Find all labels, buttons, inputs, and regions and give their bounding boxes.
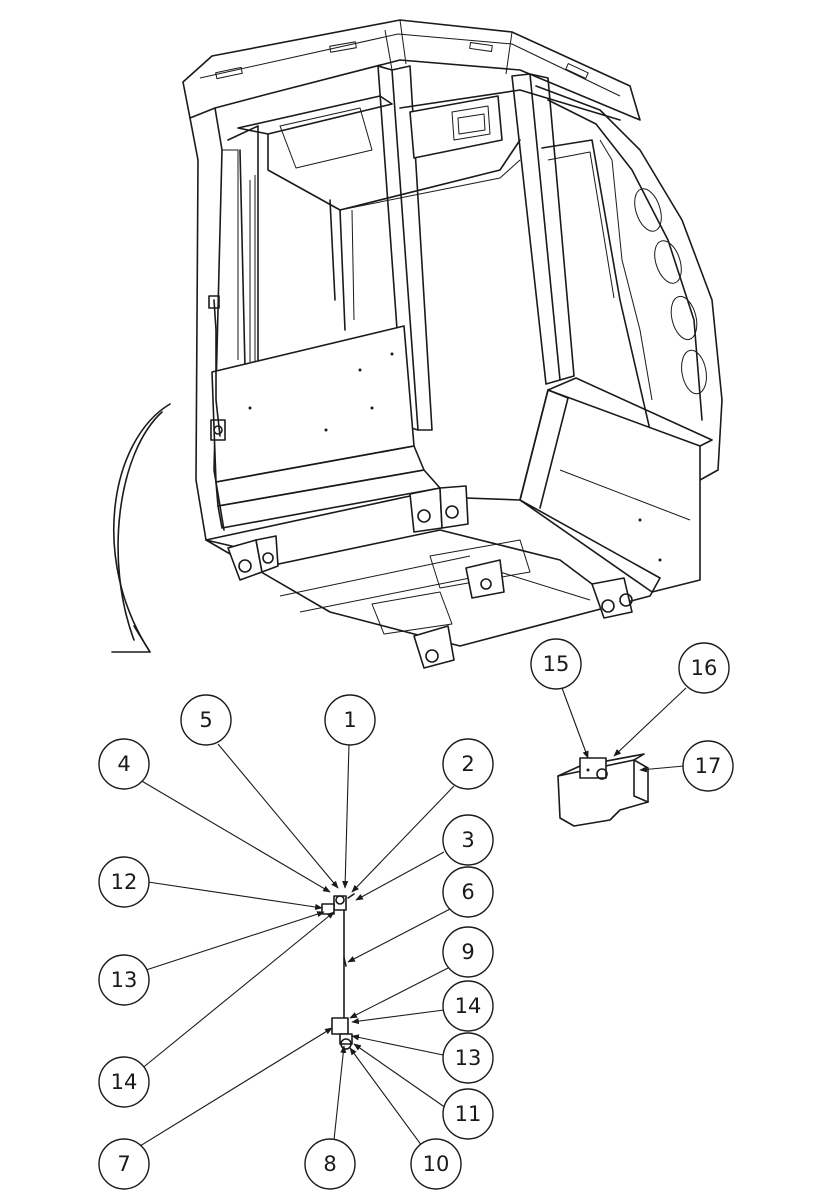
callout-17: 17 xyxy=(682,740,734,792)
callout-11: 11 xyxy=(442,1088,494,1140)
mount-bracket-right xyxy=(591,577,633,619)
svg-text:17: 17 xyxy=(695,754,722,778)
mount-bracket-center xyxy=(409,485,469,533)
callout-8: 8 xyxy=(304,1138,356,1190)
callout-7: 7 xyxy=(98,1138,150,1190)
callout-13-left: 13 xyxy=(98,954,150,1006)
bracket-assembly xyxy=(557,753,649,827)
callout-9: 9 xyxy=(442,926,494,978)
mount-bracket-mid xyxy=(465,559,505,599)
callout-14-left: 14 xyxy=(98,1056,150,1108)
svg-text:10: 10 xyxy=(423,1152,450,1176)
cab-roof xyxy=(182,19,641,121)
callout-2: 2 xyxy=(442,738,494,790)
svg-text:11: 11 xyxy=(455,1102,482,1126)
callout-3: 3 xyxy=(442,814,494,866)
callout-balloons: 1 2 3 4 5 6 7 8 xyxy=(98,638,734,1190)
svg-text:15: 15 xyxy=(543,652,570,676)
svg-text:9: 9 xyxy=(461,940,474,964)
callout-5: 5 xyxy=(180,694,232,746)
svg-text:14: 14 xyxy=(111,1070,138,1094)
callout-14-right: 14 xyxy=(442,980,494,1032)
svg-text:13: 13 xyxy=(455,1046,482,1070)
cab-frame-assembly xyxy=(182,19,723,669)
callout-10: 10 xyxy=(410,1138,462,1190)
callout-15: 15 xyxy=(530,638,582,690)
callout-12: 12 xyxy=(98,856,150,908)
mount-bracket-left xyxy=(227,535,279,581)
rotation-arrow xyxy=(111,403,171,653)
leader-lines xyxy=(139,687,687,1147)
svg-text:13: 13 xyxy=(111,968,138,992)
callout-1: 1 xyxy=(324,694,376,746)
svg-text:4: 4 xyxy=(117,752,130,776)
svg-text:8: 8 xyxy=(323,1152,336,1176)
callout-16: 16 xyxy=(678,642,730,694)
harness-assembly xyxy=(321,893,355,1050)
svg-text:5: 5 xyxy=(199,708,212,732)
svg-text:7: 7 xyxy=(117,1152,130,1176)
svg-text:2: 2 xyxy=(461,752,474,776)
svg-text:1: 1 xyxy=(343,708,356,732)
svg-text:12: 12 xyxy=(111,870,138,894)
svg-text:16: 16 xyxy=(691,656,718,680)
svg-text:14: 14 xyxy=(455,994,482,1018)
callout-13-right: 13 xyxy=(442,1032,494,1084)
mount-bracket-bottom xyxy=(413,625,455,669)
svg-text:3: 3 xyxy=(461,828,474,852)
callout-4: 4 xyxy=(98,738,150,790)
svg-text:6: 6 xyxy=(461,880,474,904)
callout-6: 6 xyxy=(442,866,494,918)
